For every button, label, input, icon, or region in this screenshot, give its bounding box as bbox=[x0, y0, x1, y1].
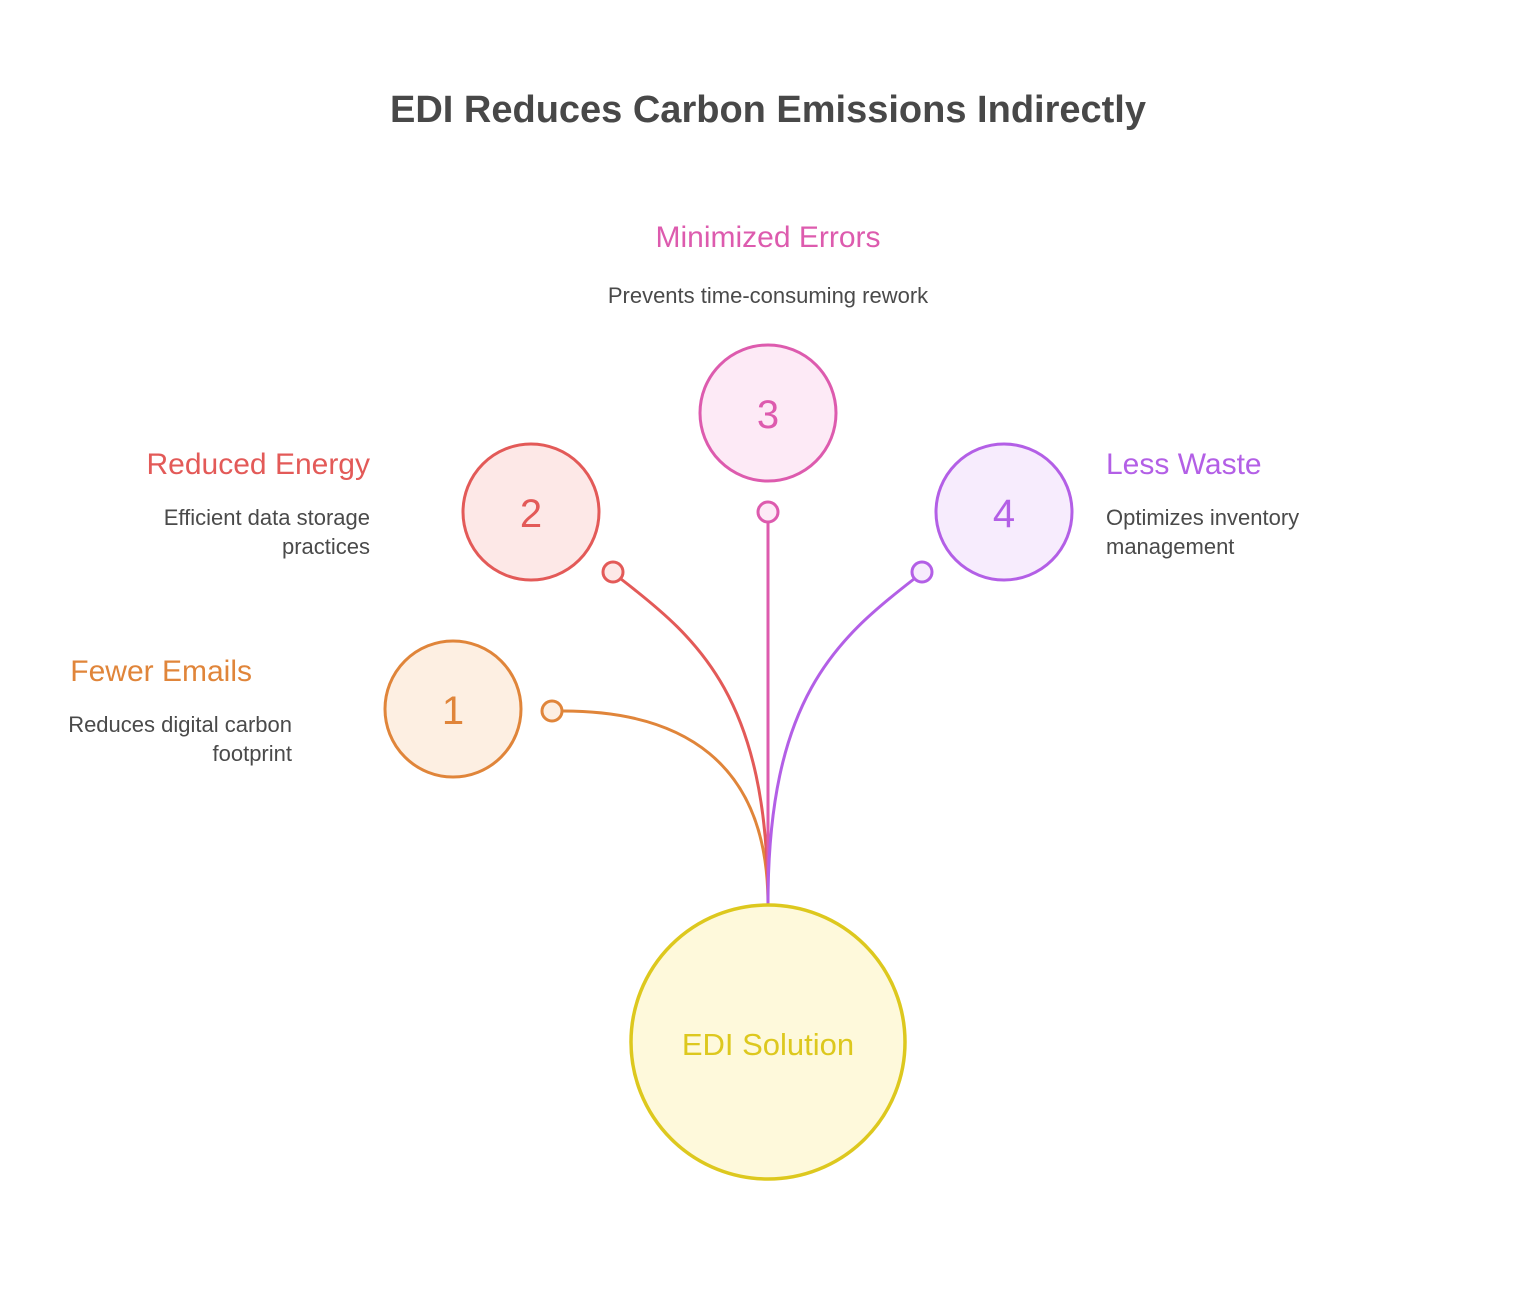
center-label: EDI Solution bbox=[682, 1027, 854, 1062]
item-description-line: practices bbox=[282, 534, 370, 559]
center-circle bbox=[629, 903, 907, 1181]
item-number: 2 bbox=[520, 492, 542, 536]
item-heading: Fewer Emails bbox=[70, 655, 252, 688]
item-description-line: Efficient data storage bbox=[164, 505, 370, 530]
diagram-title: EDI Reduces Carbon Emissions Indirectly bbox=[390, 89, 1146, 131]
item-less-waste[interactable]: 4 Less Waste Optimizes inventory managem… bbox=[934, 442, 1299, 582]
number-circle bbox=[461, 442, 601, 582]
connector-dot-reduced-energy bbox=[601, 560, 625, 584]
item-description-line: footprint bbox=[213, 741, 293, 766]
item-heading: Minimized Errors bbox=[655, 221, 880, 254]
number-circle bbox=[383, 639, 523, 779]
connector-less-waste bbox=[766, 577, 915, 905]
item-reduced-energy[interactable]: 2 Reduced Energy Efficient data storage … bbox=[147, 442, 601, 582]
center-node[interactable]: EDI Solution bbox=[629, 903, 907, 1181]
item-description-line: Prevents time-consuming rework bbox=[608, 283, 929, 308]
item-description-line: management bbox=[1106, 534, 1234, 559]
item-number: 3 bbox=[757, 393, 779, 437]
item-heading: Reduced Energy bbox=[147, 448, 370, 481]
number-circle bbox=[934, 442, 1074, 582]
connector-fewer-emails bbox=[562, 709, 770, 905]
connector-dot-fewer-emails bbox=[540, 699, 564, 723]
connector-dot-minimized-errors bbox=[756, 500, 780, 524]
connector-dot-less-waste bbox=[910, 560, 934, 584]
item-description-line: Optimizes inventory bbox=[1106, 505, 1299, 530]
item-heading: Less Waste bbox=[1106, 448, 1262, 481]
item-number: 1 bbox=[442, 689, 464, 733]
item-minimized-errors[interactable]: 3 Minimized Errors Prevents time-consumi… bbox=[608, 221, 929, 483]
connectors bbox=[562, 522, 915, 905]
item-number: 4 bbox=[993, 492, 1015, 536]
connector-reduced-energy bbox=[620, 577, 770, 905]
item-description-line: Reduces digital carbon bbox=[68, 712, 292, 737]
item-fewer-emails[interactable]: 1 Fewer Emails Reduces digital carbon fo… bbox=[68, 639, 523, 779]
number-circle bbox=[698, 343, 838, 483]
